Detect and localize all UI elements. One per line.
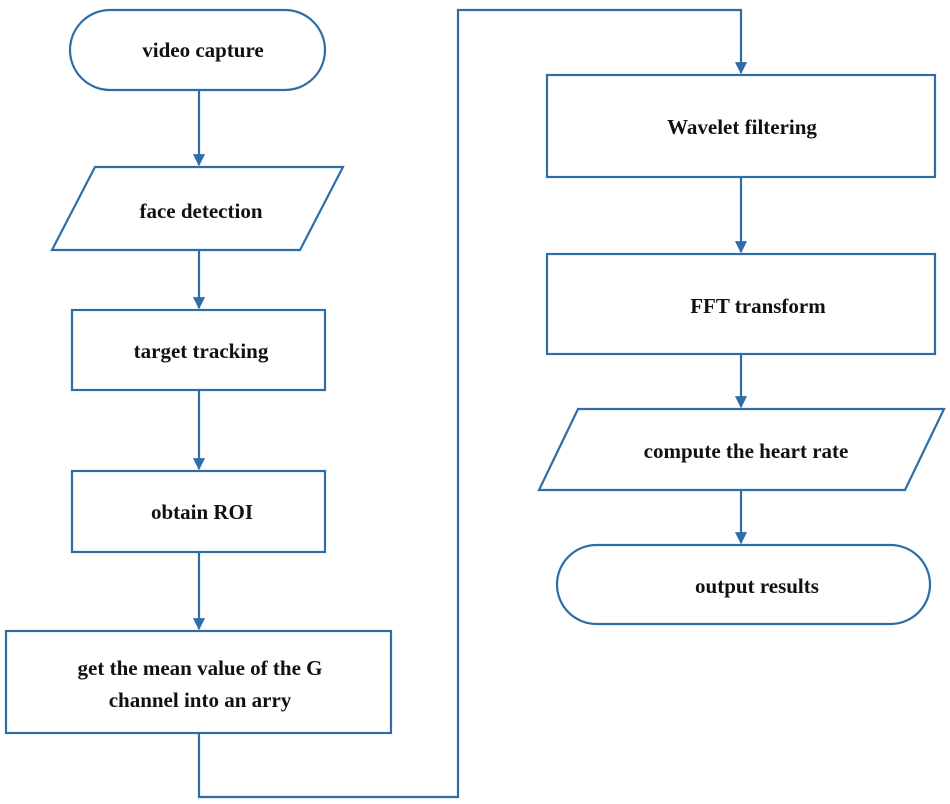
- label-face-detection: face detection: [139, 199, 262, 223]
- label-compute-heart-rate: compute the heart rate: [644, 439, 849, 463]
- node-face-detection: face detection: [50, 165, 345, 252]
- node-obtain-roi: obtain ROI: [70, 469, 327, 554]
- node-output-results: output results: [555, 543, 932, 626]
- label-video-capture: video capture: [142, 38, 264, 62]
- node-fft-transform: FFT transform: [545, 252, 937, 356]
- label-output-results: output results: [695, 574, 819, 598]
- node-video-capture: video capture: [68, 8, 327, 92]
- node-wavelet-filtering: Wavelet filtering: [545, 73, 937, 179]
- node-mean-value: get the mean value of the G channel into…: [4, 629, 393, 735]
- label-target-tracking: target tracking: [134, 339, 269, 363]
- node-compute-heart-rate: compute the heart rate: [537, 407, 946, 492]
- label-obtain-roi: obtain ROI: [151, 500, 253, 524]
- label-fft-transform: FFT transform: [690, 294, 826, 318]
- label-mean-value-line2: channel into an arry: [109, 688, 292, 712]
- label-mean-value-line1: get the mean value of the G: [78, 656, 323, 680]
- node-target-tracking: target tracking: [70, 308, 327, 392]
- label-wavelet-filtering: Wavelet filtering: [667, 115, 817, 139]
- edge-mean-to-wavelet: [197, 8, 748, 799]
